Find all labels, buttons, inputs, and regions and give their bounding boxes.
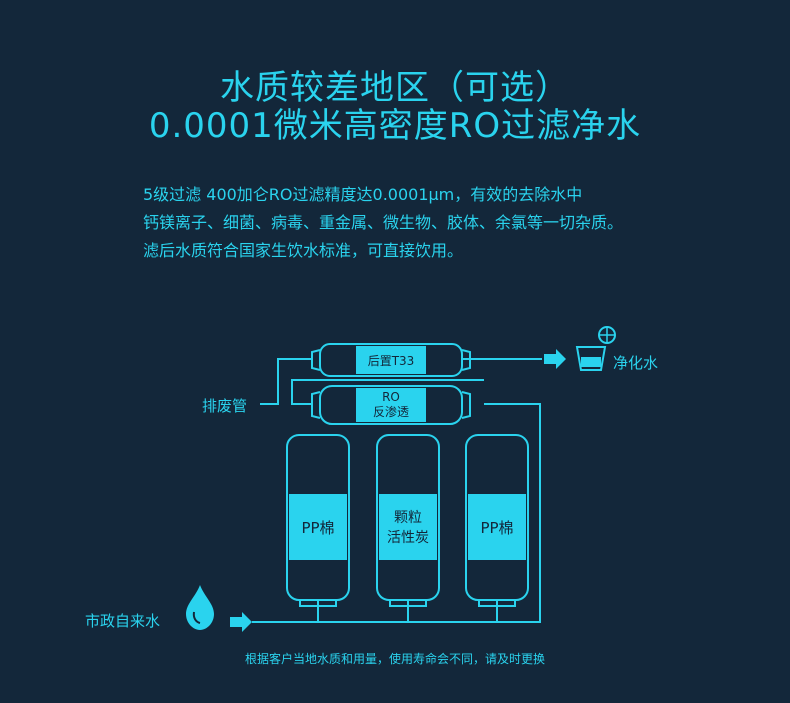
glass-with-lemon-icon [575,326,616,371]
cartridge-carbon [376,434,440,607]
top-filter-label: 后置T33 [368,354,415,368]
footer-note: 根据客户当地水质和用量，使用寿命会不同，请及时更换 [244,652,545,666]
ro-filter-label-line2: 反渗透 [373,404,409,419]
top-filter [311,343,471,377]
ro-filter [311,385,471,425]
output-label: 净化水 [613,354,659,372]
description-line-1: 5级过滤 400加仑RO过滤精度达0.0001μm，有效的去除水中 [143,185,583,204]
water-drop-icon [186,585,214,630]
ro-filter-label-line1: RO [382,390,400,404]
carbon-label-line2: 活性炭 [387,530,429,546]
description-line-3: 滤后水质符合国家生饮水标准，可直接饮用。 [143,241,464,260]
pipes [252,358,542,623]
pp-left-label: PP棉 [301,519,334,537]
pp-right-label: PP棉 [480,519,513,537]
carbon-label-line1: 颗粒 [394,510,422,526]
page-title: 水质较差地区（可选） [220,68,570,108]
description-line-2: 钙镁离子、细菌、病毒、重金属、微生物、胶体、余氯等一切杂质。 [143,213,624,232]
arrow-right-icon [544,349,566,369]
arrow-right-icon [230,612,252,632]
input-label: 市政自来水 [85,612,161,630]
cartridge-pp-right [465,434,529,607]
drain-label: 排废管 [202,397,248,415]
cartridge-pp-left [286,434,350,607]
page-subtitle: 0.0001微米高密度RO过滤净水 [148,106,642,146]
